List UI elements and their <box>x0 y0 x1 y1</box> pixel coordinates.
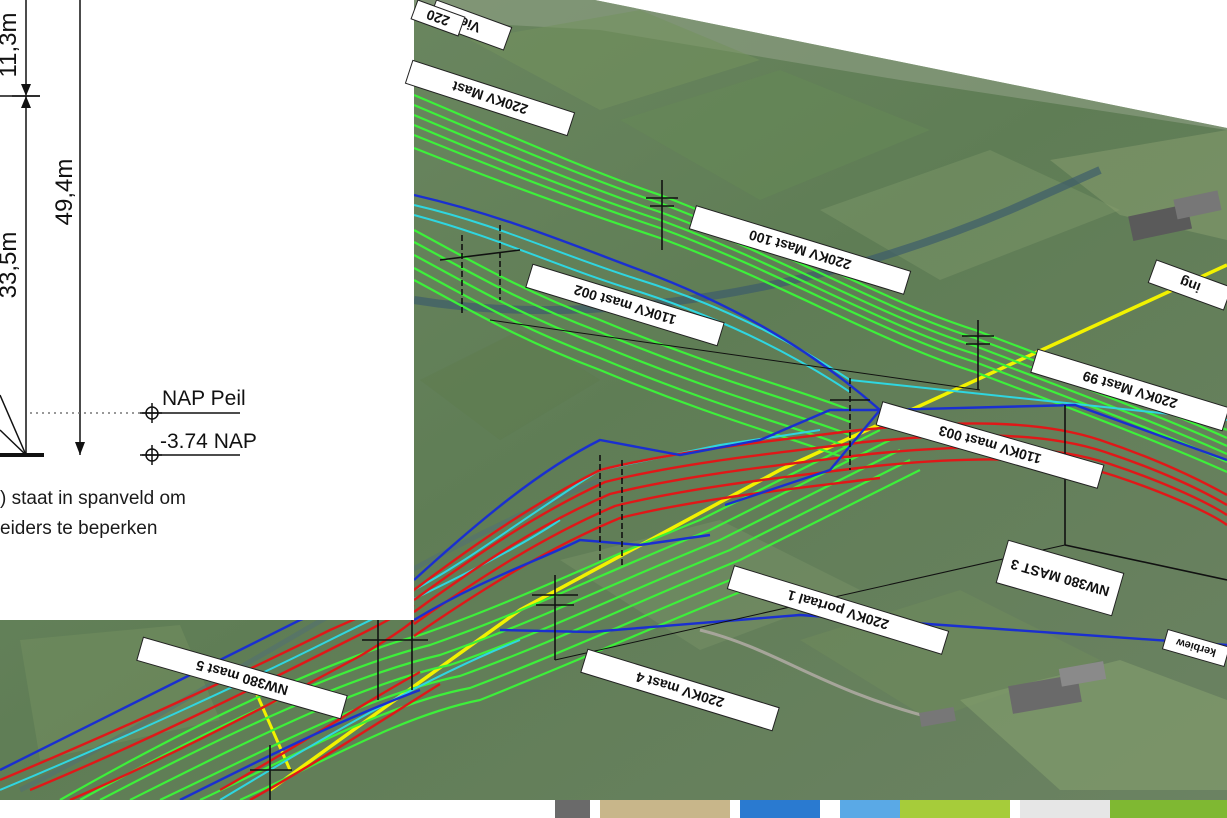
svg-text:220: 220 <box>424 6 452 29</box>
note-line-1: ) staat in spanveld om <box>0 488 186 509</box>
dimension-11-3m: 11,3m <box>0 13 22 78</box>
note-line-2: eiders te beperken <box>0 518 158 539</box>
dimension-49-4m: 49,4m <box>51 159 78 226</box>
svg-text:ing: ing <box>1177 274 1202 296</box>
nap-value-label: -3.74 NAP <box>160 430 257 453</box>
bottom-photo-strip <box>0 800 1227 818</box>
dimension-33-5m: 33,5m <box>0 232 22 299</box>
cables-380kv <box>0 193 1227 802</box>
nap-peil-label: NAP Peil <box>162 387 246 410</box>
technical-drawing-panel: 11,3m 49,4m 33,5m NAP Peil -3.74 NAP <box>0 0 414 620</box>
label-partial-ing: ing <box>1147 259 1227 311</box>
label-partial-220: 220 <box>410 0 466 37</box>
